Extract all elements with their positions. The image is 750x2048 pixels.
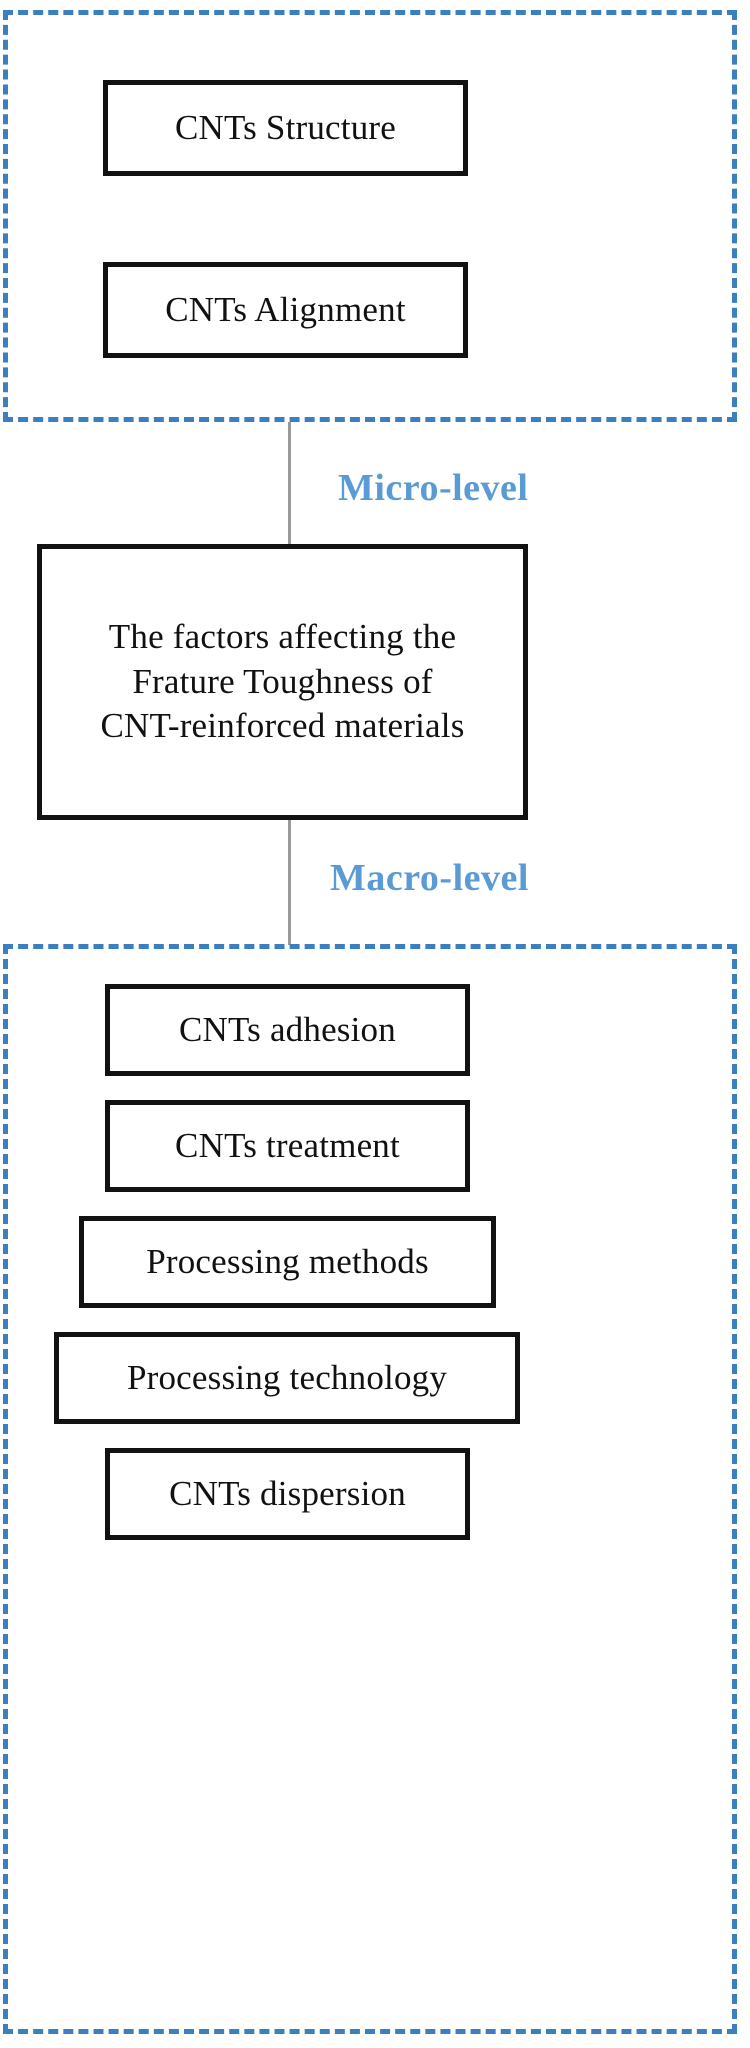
caption-macro-level: Macro-level	[330, 857, 529, 899]
node-cnts-dispersion[interactable]: CNTs dispersion	[105, 1448, 470, 1540]
node-cnts-treatment[interactable]: CNTs treatment	[105, 1100, 470, 1192]
node-cnts-structure-label: CNTs Structure	[174, 107, 397, 147]
node-cnts-dispersion-label: CNTs dispersion	[169, 1473, 406, 1513]
caption-micro-level: Micro-level	[338, 467, 529, 509]
node-processing-methods-label: Processing methods	[146, 1241, 429, 1281]
node-cnts-adhesion[interactable]: CNTs adhesion	[105, 984, 470, 1076]
node-cnts-treatment-label: CNTs treatment	[175, 1125, 400, 1165]
node-central-factors[interactable]: The factors affecting the Frature Toughn…	[37, 544, 528, 820]
connector-center-to-macro	[288, 820, 291, 945]
node-cnts-alignment[interactable]: CNTs Alignment	[103, 262, 468, 358]
node-processing-methods[interactable]: Processing methods	[79, 1216, 496, 1308]
node-cnts-structure[interactable]: CNTs Structure	[103, 80, 468, 176]
micro-level-group-region	[3, 10, 737, 422]
node-cnts-adhesion-label: CNTs adhesion	[179, 1009, 396, 1049]
node-cnts-alignment-label: CNTs Alignment	[165, 289, 406, 329]
node-processing-technology-label: Processing technology	[126, 1357, 448, 1397]
macro-level-group-region	[3, 944, 737, 2034]
node-processing-technology[interactable]: Processing technology	[54, 1332, 520, 1424]
node-central-factors-label: The factors affecting the Frature Toughn…	[100, 616, 465, 746]
